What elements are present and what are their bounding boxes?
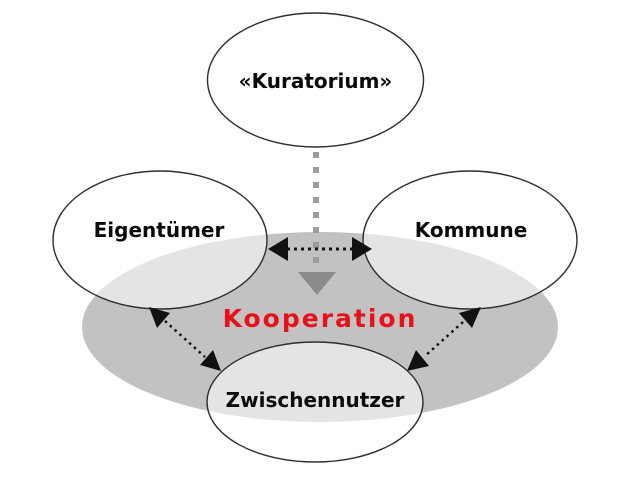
arrowhead-downleft-icon [407,350,429,371]
arrowhead-right-icon [352,237,372,261]
connector-eigentuemer-kommune [268,237,372,261]
arrowhead-upleft-icon [149,307,170,328]
node-ellipse-kommune [362,170,578,310]
arrowhead-downright-icon [200,350,221,371]
node-label-kuratorium: «Kuratorium» [239,69,393,93]
node-label-kommune: Kommune [415,218,528,242]
connector-kuratorium-to-zone [298,152,336,295]
arrowhead-down-gray [298,272,336,295]
node-ellipse-eigentuemer [52,170,268,310]
node-ellipse-zwischennutzer [206,341,424,463]
node-label-eigentuemer: Eigentümer [94,218,225,242]
connector-eigentuemer-zwischennutzer [149,307,221,371]
arrowhead-left-icon [268,237,288,261]
dotted-line-kommune-zwischennutzer [424,321,464,357]
node-ellipse-kuratorium [206,12,425,148]
zone-label-kooperation: Kooperation [223,304,418,333]
arrowhead-upright-icon [459,307,481,328]
dotted-line-eigentuemer-zwischennutzer [164,320,206,358]
node-label-zwischennutzer: Zwischennutzer [226,388,405,412]
connector-kommune-zwischennutzer [407,307,481,371]
